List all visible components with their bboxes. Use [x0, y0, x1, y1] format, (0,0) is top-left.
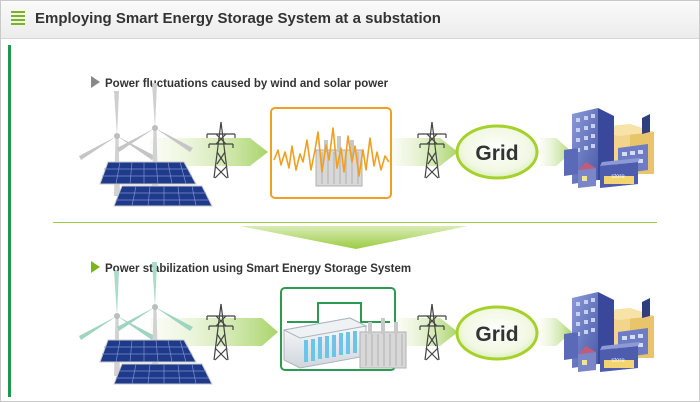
- store-label: store: [611, 358, 625, 364]
- down-arrow: [240, 226, 468, 249]
- triangle-bullet-icon: [91, 261, 100, 273]
- triangle-bullet-icon: [91, 76, 100, 88]
- buildings-icon: [564, 108, 654, 188]
- row-fluctuation: Grid store: [79, 83, 654, 207]
- grid-icon: [455, 305, 539, 361]
- section-label-fluctuation: Power fluctuations caused by wind and so…: [91, 76, 388, 90]
- page-title: Employing Smart Energy Storage System at…: [35, 10, 441, 27]
- solar-panel-icon: [99, 339, 213, 385]
- section-divider: [53, 222, 657, 223]
- flow-arrow: [390, 138, 458, 166]
- row-stabilization: Grid store: [79, 262, 654, 385]
- storage-system-icon: [282, 317, 368, 369]
- side-accent-rule: [8, 45, 11, 397]
- title-bar: Employing Smart Energy Storage System at…: [1, 1, 699, 39]
- grid-label: Grid: [475, 323, 518, 346]
- solar-panel-icon: [99, 161, 213, 207]
- store-label: store: [611, 174, 625, 180]
- flow-arrow: [396, 318, 458, 346]
- grid-label: Grid: [475, 142, 518, 165]
- buildings-icon: [564, 292, 654, 372]
- grid-icon: [455, 124, 539, 180]
- flow-arrow: [150, 138, 268, 166]
- section-label-stabilization: Power stabilization using Smart Energy S…: [91, 261, 411, 275]
- fluctuation-waveform: [273, 127, 390, 177]
- list-icon: [11, 11, 25, 27]
- stabilized-waveform: [287, 302, 390, 323]
